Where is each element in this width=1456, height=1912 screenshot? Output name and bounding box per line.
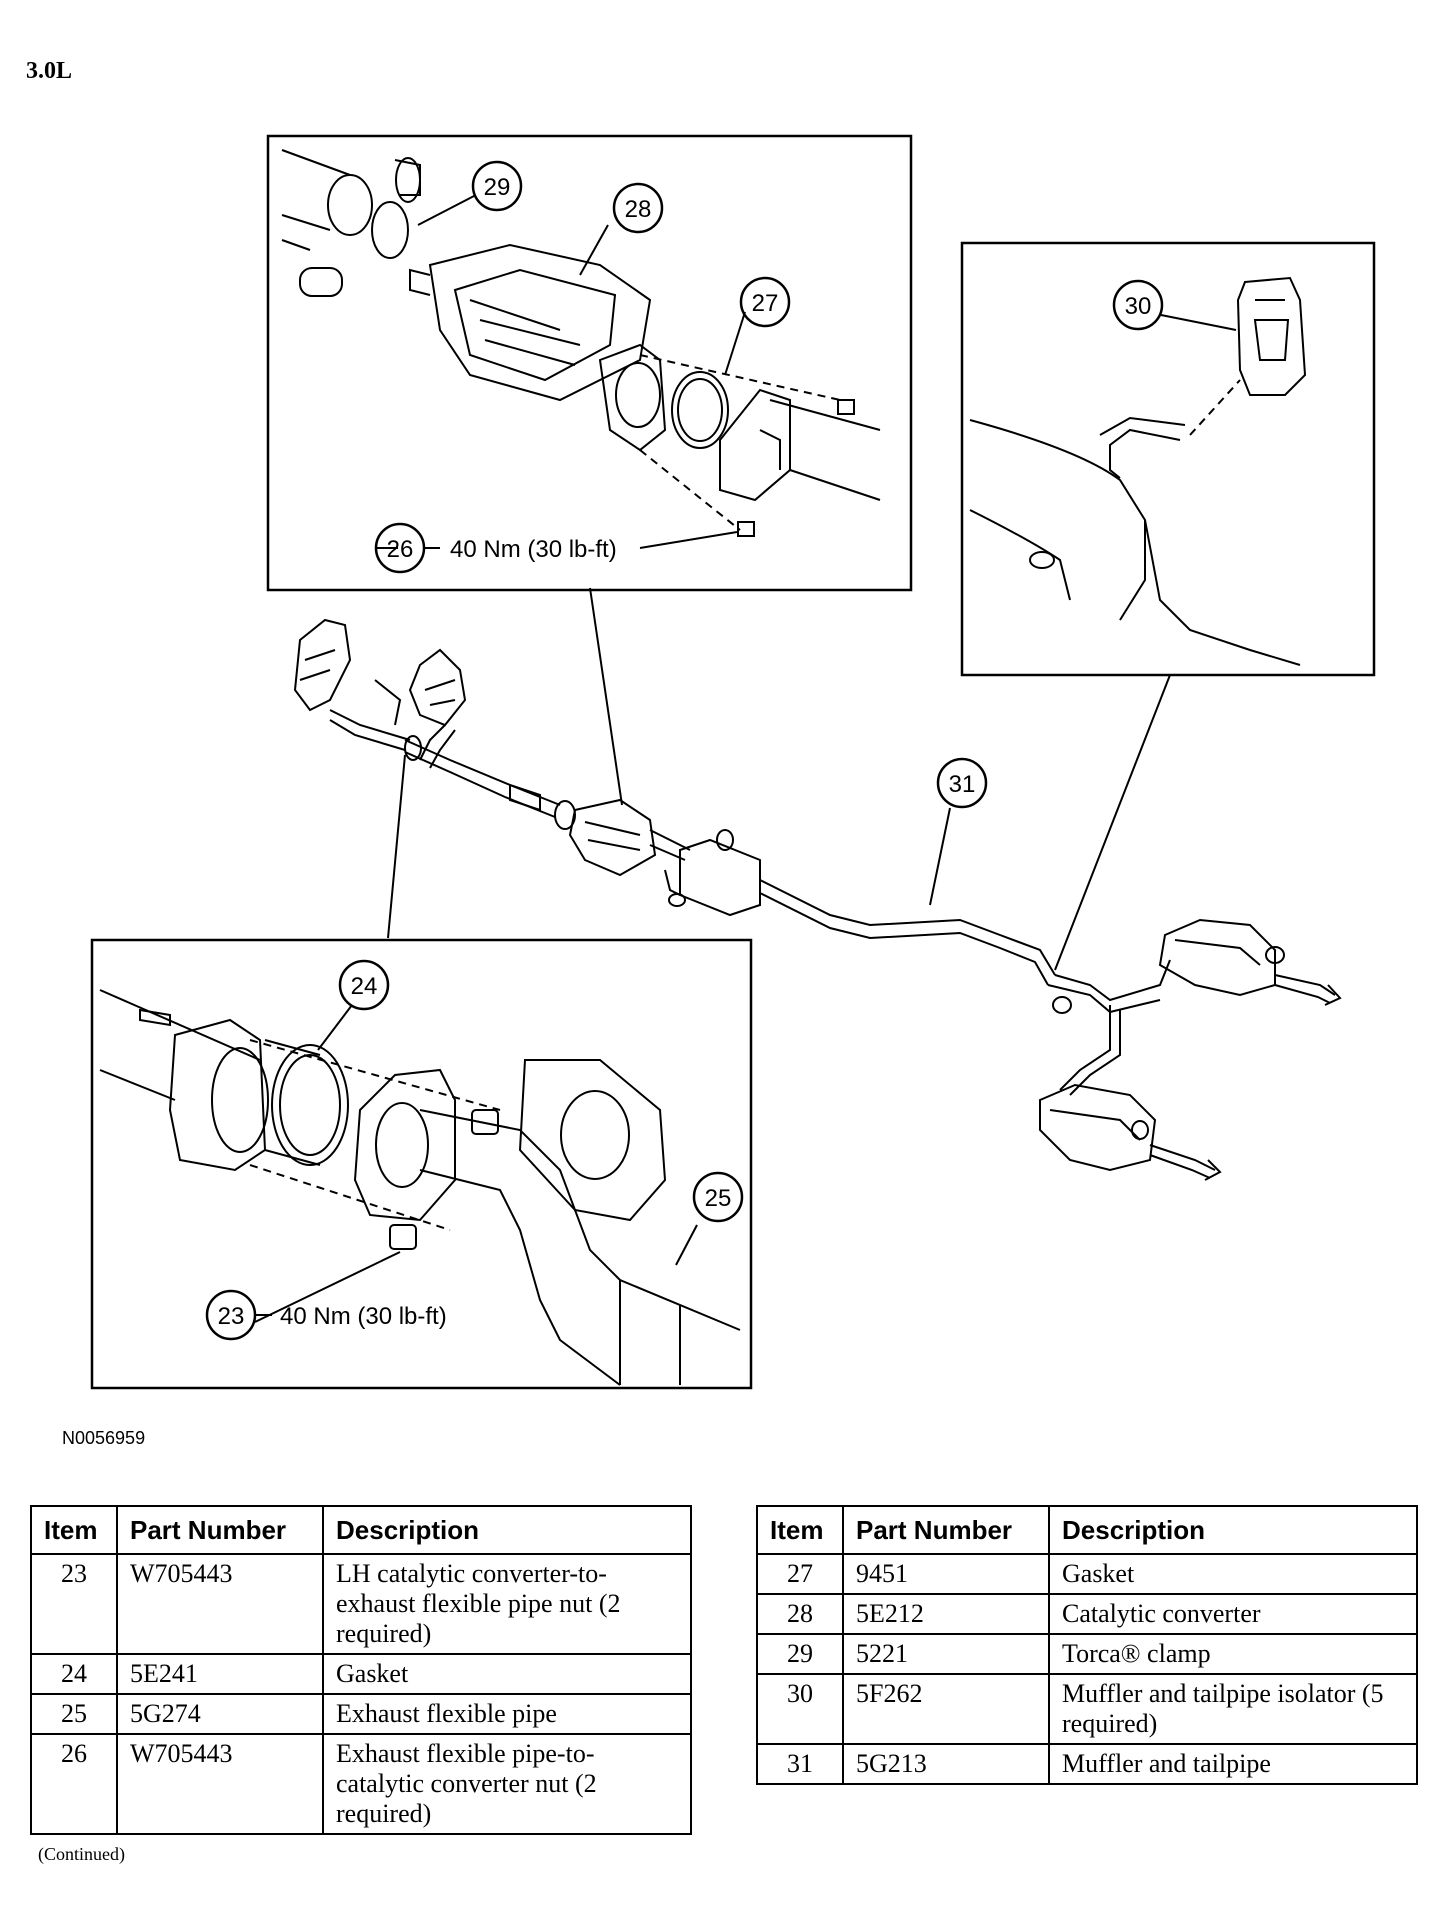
cell-part-number: 9451: [842, 1553, 1050, 1595]
cell-item: 28: [756, 1593, 844, 1635]
parts-table-right: Item Part Number Description 27 9451 Gas…: [756, 1505, 1418, 1785]
callout-25: 25: [705, 1185, 732, 1212]
cell-description: Exhaust flexible pipe-to-catalytic conve…: [322, 1733, 692, 1835]
table-row: 30 5F262 Muffler and tailpipe isolator (…: [756, 1673, 1418, 1745]
table-row: 23 W705443 LH catalytic converter-to-exh…: [30, 1553, 692, 1655]
cell-description: Muffler and tailpipe: [1048, 1743, 1418, 1785]
figure-id: N0056959: [62, 1428, 146, 1448]
header-item: Item: [756, 1505, 844, 1555]
inset-catalytic-converter: [266, 134, 913, 592]
torque-23: 40 Nm (30 lb-ft): [280, 1303, 447, 1330]
table-row: 31 5G213 Muffler and tailpipe: [756, 1743, 1418, 1785]
callout-24: 24: [351, 973, 378, 1000]
callout-26: 26: [387, 536, 414, 563]
header-part-number: Part Number: [842, 1505, 1050, 1555]
cell-part-number: 5G213: [842, 1743, 1050, 1785]
callout-30: 30: [1125, 293, 1152, 320]
cell-part-number: W705443: [116, 1553, 324, 1655]
callout-28: 28: [625, 196, 652, 223]
cell-item: 31: [756, 1743, 844, 1785]
header-description: Description: [1048, 1505, 1418, 1555]
cell-part-number: 5G274: [116, 1693, 324, 1735]
callout-27: 27: [752, 290, 779, 317]
cell-description: Gasket: [322, 1653, 692, 1695]
torque-26: 40 Nm (30 lb-ft): [450, 536, 617, 563]
table-row: 27 9451 Gasket: [756, 1553, 1418, 1595]
header-item: Item: [30, 1505, 118, 1555]
table-row: 26 W705443 Exhaust flexible pipe-to-cata…: [30, 1733, 692, 1835]
table-row: 24 5E241 Gasket: [30, 1653, 692, 1695]
cell-part-number: W705443: [116, 1733, 324, 1835]
cell-item: 26: [30, 1733, 118, 1835]
table-row: 28 5E212 Catalytic converter: [756, 1593, 1418, 1635]
inset-isolator: [960, 241, 1376, 677]
table-header-row: Item Part Number Description: [30, 1505, 692, 1555]
parts-table-left: Item Part Number Description 23 W705443 …: [30, 1505, 692, 1835]
header-part-number: Part Number: [116, 1505, 324, 1555]
header-description: Description: [322, 1505, 692, 1555]
callout-23: 23: [218, 1303, 245, 1330]
cell-item: 23: [30, 1553, 118, 1655]
cell-part-number: 5221: [842, 1633, 1050, 1675]
cell-item: 27: [756, 1553, 844, 1595]
exhaust-system-diagram: 29 28 27 26 40 Nm (30 lb-ft) 30 31 24 25…: [90, 134, 1376, 1390]
cell-part-number: 5F262: [842, 1673, 1050, 1745]
cell-description: Muffler and tailpipe isolator (5 require…: [1048, 1673, 1418, 1745]
callout-31: 31: [949, 771, 976, 798]
cell-part-number: 5E212: [842, 1593, 1050, 1635]
cell-item: 24: [30, 1653, 118, 1695]
callout-29: 29: [484, 174, 511, 201]
cell-description: Catalytic converter: [1048, 1593, 1418, 1635]
cell-description: Gasket: [1048, 1553, 1418, 1595]
cell-description: Torca® clamp: [1048, 1633, 1418, 1675]
cell-item: 29: [756, 1633, 844, 1675]
cell-item: 30: [756, 1673, 844, 1745]
cell-part-number: 5E241: [116, 1653, 324, 1695]
cell-item: 25: [30, 1693, 118, 1735]
inset-flexible-pipe: [90, 938, 753, 1390]
table-row: 25 5G274 Exhaust flexible pipe: [30, 1693, 692, 1735]
continued-note: (Continued): [38, 1844, 125, 1864]
table-header-row: Item Part Number Description: [756, 1505, 1418, 1555]
engine-label: 3.0L: [26, 58, 73, 84]
table-row: 29 5221 Torca® clamp: [756, 1633, 1418, 1675]
cell-description: Exhaust flexible pipe: [322, 1693, 692, 1735]
cell-description: LH catalytic converter-to-exhaust flexib…: [322, 1553, 692, 1655]
